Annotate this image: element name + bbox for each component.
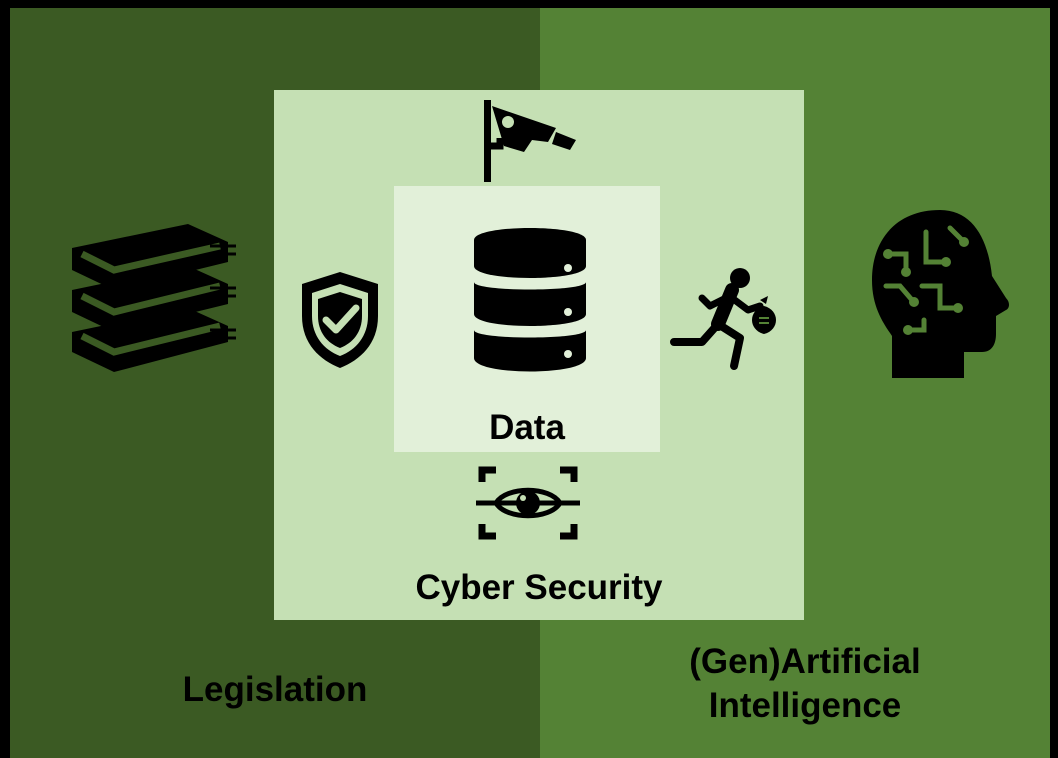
data-label: Data [489, 408, 565, 447]
books-icon [60, 212, 240, 382]
ai-head-icon [866, 204, 1011, 380]
cyber-security-label: Cyber Security [415, 568, 663, 607]
thief-running-icon [668, 266, 784, 372]
shield-check-icon [298, 270, 382, 370]
cctv-camera-icon [480, 98, 580, 184]
eye-scan-icon [476, 466, 580, 540]
legislation-label: Legislation [182, 670, 368, 709]
ai-label: (Gen)Artificial Intelligence [689, 642, 921, 725]
database-icon [472, 220, 588, 374]
